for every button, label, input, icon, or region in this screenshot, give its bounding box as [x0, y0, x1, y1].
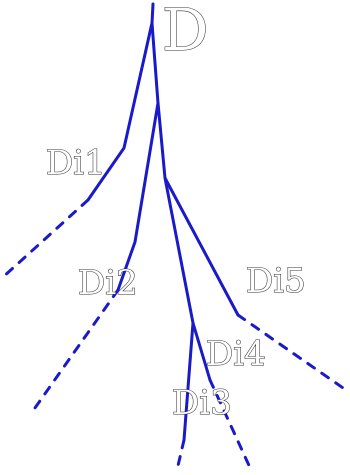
- branch-main-trunk: [150, 21, 195, 325]
- label-di2: Di2: [78, 263, 138, 303]
- branch-di3: [182, 321, 195, 442]
- label-di1: Di1: [46, 143, 106, 183]
- branch-di2: [116, 101, 160, 292]
- label-di4: Di4: [206, 334, 266, 374]
- dashed-extension-di4: [208, 378, 254, 474]
- label-root: D: [162, 0, 209, 64]
- label-di5: Di5: [246, 261, 306, 301]
- node-labels: D Di1 Di2 Di5 Di4 Di3: [45, 0, 306, 424]
- dashed-extension-di3: [175, 438, 186, 472]
- branch-di4: [191, 321, 212, 382]
- solid-branches: [86, 2, 240, 442]
- branch-di5: [163, 176, 240, 317]
- dashed-extension-di1: [0, 198, 90, 280]
- label-di3: Di3: [172, 383, 232, 423]
- branch-root-to-di1: [86, 2, 155, 202]
- dashed-extension-di2: [28, 288, 120, 417]
- dashed-branches: [0, 198, 348, 474]
- dashed-extension-di5: [236, 313, 348, 392]
